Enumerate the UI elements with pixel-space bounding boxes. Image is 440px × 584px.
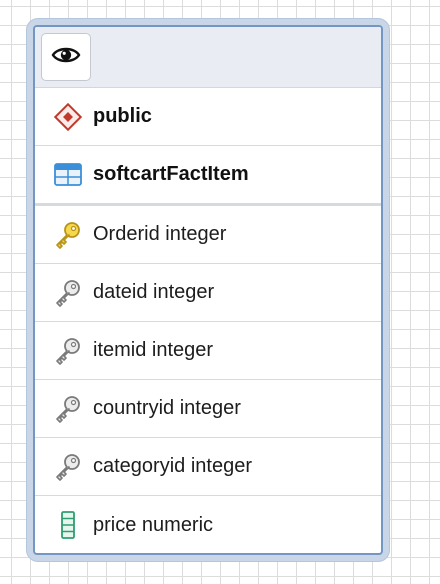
column-icon [51, 508, 85, 542]
column-label: itemid integer [93, 339, 214, 361]
table-node-header [35, 27, 381, 88]
foreign-key-icon [51, 392, 85, 426]
column-row[interactable]: countryid integer [35, 380, 381, 438]
schema-row[interactable]: public [35, 88, 381, 146]
column-label: Orderid integer [93, 223, 227, 245]
schema-name: public [93, 105, 152, 127]
column-label: countryid integer [93, 397, 241, 419]
table-name-row[interactable]: softcartFactItem [35, 146, 381, 206]
column-row[interactable]: itemid integer [35, 322, 381, 380]
schema-diamond-icon [51, 100, 85, 134]
foreign-key-icon [51, 450, 85, 484]
column-label: price numeric [93, 513, 214, 536]
column-row[interactable]: categoryid integer [35, 438, 381, 496]
foreign-key-icon [51, 276, 85, 310]
foreign-key-icon [51, 334, 85, 368]
column-row[interactable]: Orderid integer [35, 206, 381, 264]
column-row[interactable]: dateid integer [35, 264, 381, 322]
table-icon [51, 158, 85, 192]
primary-key-icon [51, 218, 85, 252]
view-data-button[interactable] [41, 33, 91, 81]
table-name: softcartFactItem [93, 163, 249, 185]
column-label: dateid integer [93, 281, 215, 303]
column-row[interactable]: price numeric [35, 496, 381, 553]
table-node[interactable]: public softcartFactItem Orderid integer [33, 25, 383, 555]
eye-icon [51, 45, 81, 70]
column-label: categoryid integer [93, 455, 252, 477]
